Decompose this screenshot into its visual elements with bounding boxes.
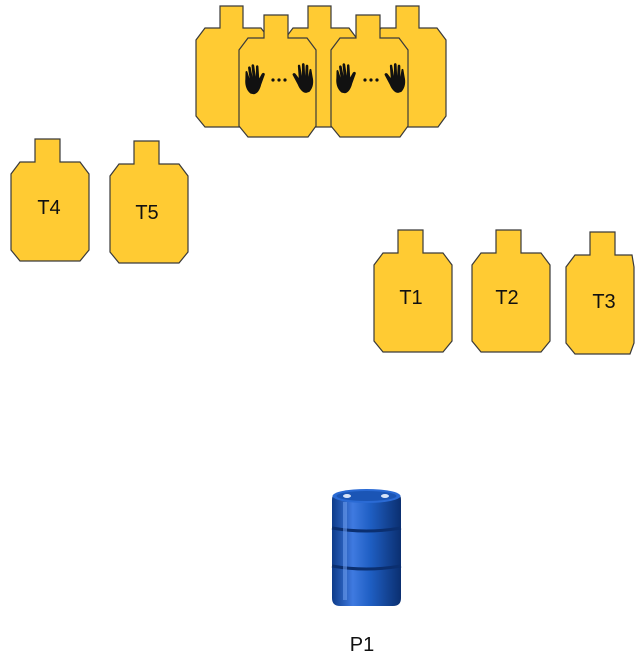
target-t5: T5: [109, 140, 189, 264]
target-label-t5: T5: [135, 202, 158, 224]
target-t2: T2: [471, 229, 551, 353]
prop-label-p1: P1: [350, 634, 374, 655]
target-t3: T3: [565, 231, 635, 355]
no-shoot-target-right: [330, 14, 409, 138]
target-t4: T4: [10, 138, 90, 262]
target-label-t2: T2: [495, 287, 518, 309]
target-label-t3: T3: [592, 291, 615, 313]
target-label-t1: T1: [399, 287, 422, 309]
target-t1: T1: [373, 229, 453, 353]
barrel-icon: [331, 489, 402, 606]
no-shoot-target-left: [238, 14, 317, 138]
no-shoot-group: [195, 5, 447, 138]
target-label-t4: T4: [37, 197, 60, 219]
